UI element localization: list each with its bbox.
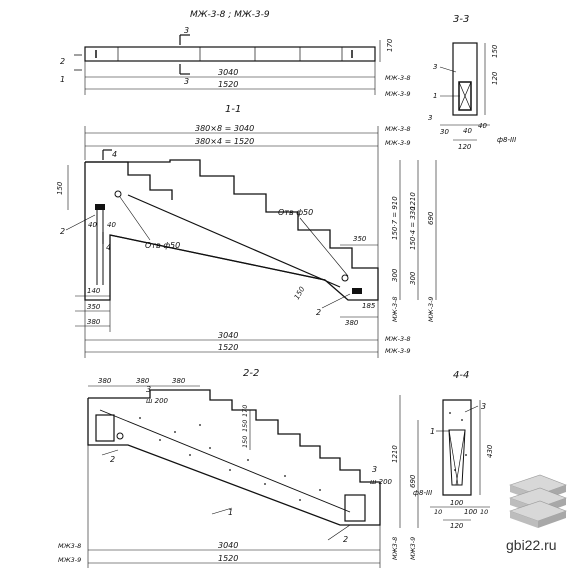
- s11-dim-140: 140: [87, 287, 101, 295]
- s11-dim-380-bottom: 380: [345, 319, 359, 327]
- s44-outline: [442, 399, 472, 496]
- s22-mark-3-right: 3: [372, 465, 377, 474]
- s11-dim-a: 380×8 = 3040: [195, 124, 254, 133]
- watermark-text: gbi22.ru: [506, 537, 557, 553]
- plan-mark-3-top: 3: [184, 26, 189, 35]
- s44-dim-10a: 10: [434, 508, 442, 516]
- s44-mark-1: 1: [430, 427, 435, 436]
- s11-tag-side-a: МЖ-3-8: [391, 296, 399, 322]
- s22-stair-outline: [87, 389, 381, 526]
- plan-dim-total-a: 3040: [218, 68, 238, 77]
- s33-dim-30: 30: [440, 128, 449, 136]
- s33-rebar: ф8-III: [497, 136, 516, 144]
- s11-dim-185: 185: [362, 302, 376, 310]
- plan-view: 3 3 2 1 3040 1520 170: [60, 26, 394, 95]
- s44-dim-100a: 100: [450, 499, 464, 507]
- s11-dim-910: 150·7 = 910: [391, 196, 399, 240]
- s22-mark-1: 1: [228, 508, 233, 517]
- s11-dim-300b: 300: [409, 271, 417, 285]
- s22-weld-a: ш 200: [146, 397, 169, 405]
- section-2-2: 2-2 380 380 380 3 ш 200 2 1 3 ш 200 2 12…: [58, 368, 419, 568]
- s11-dim-380: 380: [87, 318, 101, 326]
- s11-dim-40a: 40: [88, 221, 97, 229]
- s33-tag-mzh-3-9: МЖ-3-9: [385, 90, 411, 98]
- s11-mark-4-top: 4: [112, 150, 117, 159]
- section-4-4-label: 4-4: [453, 370, 469, 381]
- section-3-3-label: 3-3: [453, 14, 469, 25]
- s11-tag-top-a: МЖ-3-8: [385, 125, 411, 133]
- plan-outline: [84, 46, 376, 62]
- s11-tag-bottom-b: МЖ-3-9: [385, 347, 411, 355]
- plan-dim-170: 170: [386, 38, 394, 52]
- plan-mark-3-bottom: 3: [184, 77, 189, 86]
- s44-dim-430: 430: [486, 444, 494, 458]
- s22-dim-380-3: 380: [172, 377, 186, 385]
- s11-mark-4-bottom: 4: [106, 243, 111, 252]
- s33-mark-1: 1: [433, 92, 437, 100]
- s22-bottom-b: 1520: [218, 554, 238, 563]
- section-2-2-label: 2-2: [243, 368, 259, 379]
- s22-tag-left-a: МЖ3-8: [58, 542, 81, 550]
- s11-dim-150-bottom: 150: [293, 285, 307, 301]
- s22-dim-170: 170: [241, 405, 249, 417]
- s11-mark-2-bottom: 2: [316, 308, 321, 317]
- s22-dim-380-1: 380: [98, 377, 112, 385]
- s22-mark-2-left: 2: [110, 455, 115, 464]
- section-3-3-outline: [452, 42, 478, 116]
- s22-tag-right-b: МЖ3-9: [409, 537, 417, 560]
- s11-hole-top: Отв ф50: [278, 208, 313, 217]
- s33-mark-3b: 3: [428, 114, 432, 122]
- s33-tag-mzh-3-8: МЖ-3-8: [385, 74, 411, 82]
- s11-dim-40b: 40: [107, 221, 116, 229]
- s22-tag-left-b: МЖ3-9: [58, 556, 81, 564]
- s44-dim-120: 120: [450, 522, 464, 530]
- s11-dim-350: 350: [87, 303, 101, 311]
- plan-mark-2: 2: [60, 57, 65, 66]
- section-1-1-label: 1-1: [225, 104, 241, 115]
- s11-hole-mid: Отв ф50: [145, 241, 180, 250]
- s22-dim-150a: 150: [241, 436, 249, 448]
- s11-stair-outline: [84, 159, 379, 301]
- plan-mark-1: 1: [60, 75, 65, 84]
- s22-dim-690: 690: [409, 474, 417, 488]
- s11-dim-350-right: 350: [353, 235, 367, 243]
- s33-dim-40b: 40: [478, 122, 487, 130]
- s33-dim-40a: 40: [463, 127, 472, 135]
- section-3-3: 3-3 150 120 3 1 3 МЖ-3-8 МЖ-3-9 30 40 40…: [385, 14, 516, 151]
- section-4-4: 4-4 1 3 430 ф8-III 10 100 100 10 120: [413, 370, 494, 530]
- s11-tag-side-b: МЖ-3-9: [427, 296, 435, 322]
- s22-tag-right-a: МЖ3-8: [391, 537, 399, 560]
- plan-dim-total-b: 1520: [218, 80, 238, 89]
- watermark-logo-icon: [509, 474, 567, 528]
- drawing-title: МЖ-3-8 ; МЖ-3-9: [190, 10, 270, 20]
- s11-tag-top-b: МЖ-3-9: [385, 139, 411, 147]
- s11-bottom-a: 3040: [218, 331, 238, 340]
- s22-weld-b: ш 200: [370, 478, 393, 486]
- s44-mark-3: 3: [481, 402, 486, 411]
- s33-dim-150: 150: [491, 44, 499, 58]
- s44-dim-100b: 100: [464, 508, 478, 516]
- s22-dim-150b: 150: [241, 420, 249, 432]
- s22-dim-380-2: 380: [136, 377, 150, 385]
- s44-rebar: ф8-III: [413, 489, 432, 497]
- s33-dim-120: 120: [491, 71, 499, 85]
- s22-mark-3-top: 3: [146, 385, 151, 394]
- s22-dim-1210: 1210: [391, 445, 399, 463]
- s11-dim-690: 690: [427, 211, 435, 225]
- s11-mark-2-left: 2: [60, 227, 65, 236]
- s11-dim-150: 150: [56, 181, 64, 195]
- s11-dim-b: 380×4 = 1520: [195, 137, 254, 146]
- s44-dim-10b: 10: [480, 508, 488, 516]
- section-1-1: 1-1 380×8 = 3040 380×4 = 1520 МЖ-3-8 МЖ-…: [56, 104, 437, 358]
- s11-dim-330: 150·4 = 330: [409, 206, 417, 250]
- s11-bottom-b: 1520: [218, 343, 238, 352]
- s33-dim-120-bottom: 120: [458, 143, 472, 151]
- s22-bottom-a: 3040: [218, 541, 238, 550]
- s11-dim-1210: 1210: [409, 192, 417, 210]
- s11-tag-bottom-a: МЖ-3-8: [385, 335, 411, 343]
- s22-mark-2-bottom: 2: [343, 535, 348, 544]
- s33-mark-3: 3: [433, 63, 437, 71]
- s11-dim-300a: 300: [391, 268, 399, 282]
